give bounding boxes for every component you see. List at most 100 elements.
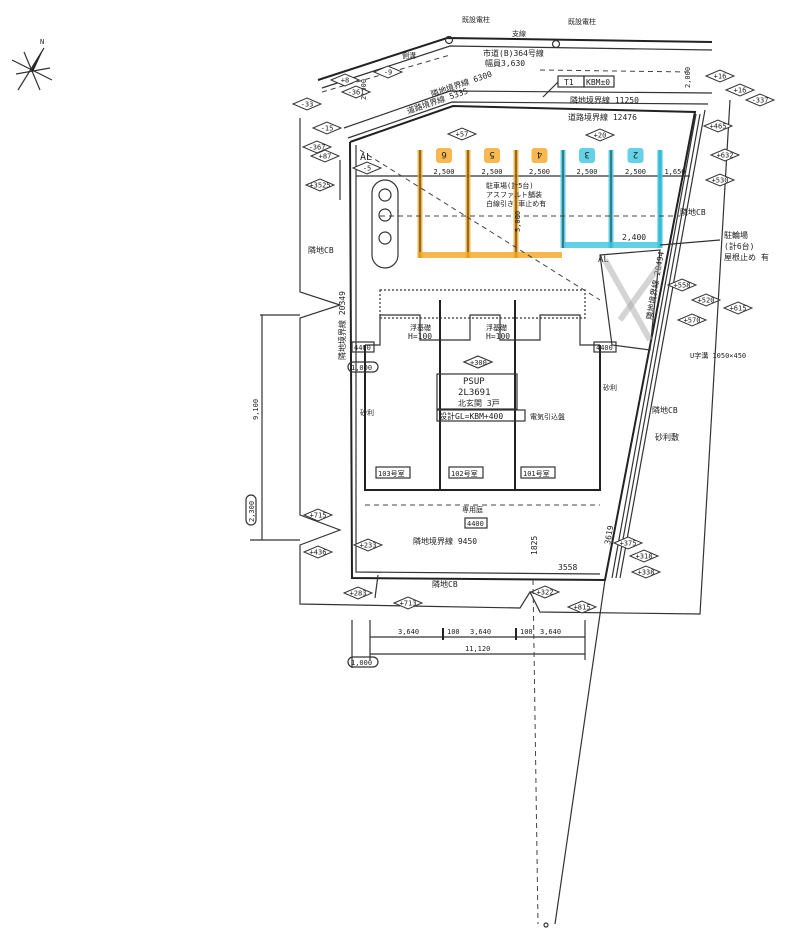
spot-level: -361 bbox=[340, 85, 372, 99]
stall-number: 6 bbox=[441, 149, 446, 159]
boundary-dim: 3558 bbox=[558, 563, 577, 572]
spot-level: +570 bbox=[676, 313, 708, 327]
stall-number-bg bbox=[436, 148, 452, 163]
svg-text:+20: +20 bbox=[594, 132, 607, 140]
svg-text:+815: +815 bbox=[574, 604, 591, 612]
unit-label: 102号室 bbox=[451, 469, 478, 478]
spot-level: +233 bbox=[352, 538, 384, 552]
spot-levels: -9+8-361-33-15-367+87+57+20+16+16-337+46… bbox=[291, 65, 776, 614]
svg-text:+16: +16 bbox=[734, 87, 747, 95]
svg-text:+233: +233 bbox=[360, 542, 377, 550]
north-compass-icon: N bbox=[11, 38, 53, 91]
svg-text:+87: +87 bbox=[319, 153, 332, 161]
svg-text:+318: +318 bbox=[636, 553, 653, 561]
al-label: AL bbox=[360, 152, 372, 163]
svg-text:2,300: 2,300 bbox=[248, 501, 256, 522]
svg-text:+520: +520 bbox=[698, 297, 715, 305]
spot-level: -9 bbox=[372, 65, 404, 79]
elevation-mark: +300 bbox=[470, 359, 487, 367]
svg-text:+436: +436 bbox=[310, 549, 327, 557]
svg-text:3,640: 3,640 bbox=[470, 628, 491, 636]
spot-level: +530 bbox=[704, 173, 736, 187]
svg-text:専用庭: 専用庭 bbox=[462, 505, 483, 514]
spot-level: +632 bbox=[709, 148, 741, 162]
spot-level: +436 bbox=[302, 545, 334, 559]
stall-width: 2,500 bbox=[481, 168, 502, 176]
stall-number: 2 bbox=[633, 149, 638, 159]
building: +300 PSUP 2L3691 北玄関 3戸 設計GL=KBM+400 電気引… bbox=[351, 289, 617, 529]
u-ditch: U字溝 1050×450 bbox=[690, 351, 746, 360]
svg-text:+375: +375 bbox=[620, 540, 637, 548]
svg-text:H=100: H=100 bbox=[486, 332, 510, 341]
svg-text:+465: +465 bbox=[710, 123, 727, 131]
svg-text:砂利: 砂利 bbox=[603, 383, 617, 392]
gravel-label: 砂利敷 bbox=[655, 432, 679, 442]
stall-number-bg bbox=[627, 148, 644, 163]
spot-level: +20 bbox=[584, 128, 616, 142]
parking-bottom-dim: 2,400 bbox=[622, 233, 646, 242]
svg-text:+715: +715 bbox=[310, 512, 327, 520]
svg-text:1,000: 1,000 bbox=[351, 364, 372, 372]
svg-text:(計6台): (計6台) bbox=[724, 241, 754, 251]
road-width: 幅員3,630 bbox=[485, 58, 525, 68]
svg-text:+16: +16 bbox=[714, 73, 727, 81]
left-dimensions: 9,100 2,300 1,000 bbox=[245, 314, 379, 541]
svg-text:+283: +283 bbox=[350, 590, 367, 598]
parking-note: 白線引き 車止め有 bbox=[486, 199, 546, 208]
electric-label: 電気引込盤 bbox=[530, 412, 565, 421]
svg-text:+632: +632 bbox=[717, 152, 734, 160]
spot-level: +57 bbox=[446, 127, 478, 141]
spot-level: +16 bbox=[724, 83, 756, 97]
neighbor-cb: 隣地CB bbox=[652, 405, 678, 415]
svg-text:11,120: 11,120 bbox=[465, 645, 490, 653]
spot-level: +465 bbox=[702, 119, 734, 133]
site-boundary bbox=[299, 90, 731, 615]
spot-level: +283 bbox=[342, 586, 374, 600]
building-type: 北玄関 3戸 bbox=[458, 398, 500, 408]
svg-text:100: 100 bbox=[520, 628, 533, 636]
benchmark: T1 KBM±0 bbox=[542, 75, 615, 98]
stall-width: 2,500 bbox=[529, 168, 550, 176]
building-code: 2L3691 bbox=[458, 388, 491, 398]
access-path bbox=[532, 579, 606, 928]
svg-text:1,000: 1,000 bbox=[351, 659, 372, 667]
spot-level: +322 bbox=[529, 585, 561, 599]
spot-level: +520 bbox=[690, 293, 722, 307]
svg-text:+8: +8 bbox=[341, 77, 349, 85]
spot-level: +375 bbox=[612, 536, 644, 550]
svg-text:屋根止め 有: 屋根止め 有 bbox=[724, 252, 769, 262]
svg-text:-33: -33 bbox=[301, 101, 314, 109]
spot-level: +713 bbox=[392, 596, 424, 610]
utility-pole-icon bbox=[444, 35, 454, 45]
spot-level: +715 bbox=[302, 508, 334, 522]
spot-level: -15 bbox=[311, 121, 343, 135]
stall-width: 2,500 bbox=[576, 168, 597, 176]
boundary-dim: 道路境界線 12476 bbox=[568, 112, 637, 122]
svg-text:KBM±0: KBM±0 bbox=[586, 78, 610, 87]
svg-text:9,100: 9,100 bbox=[252, 399, 260, 420]
utility-pole-icon bbox=[551, 39, 561, 49]
unit-label: 103号室 bbox=[378, 469, 405, 478]
unit-label: 101号室 bbox=[523, 469, 550, 478]
svg-text:H=100: H=100 bbox=[408, 332, 432, 341]
spot-level: +87 bbox=[309, 149, 341, 163]
north-label: N bbox=[40, 38, 44, 46]
svg-text:-367: -367 bbox=[309, 144, 326, 152]
kerb-label: 支線 bbox=[512, 29, 526, 38]
svg-text:砂利: 砂利 bbox=[360, 408, 374, 417]
design-gl: 設計GL=KBM+400 bbox=[439, 411, 503, 421]
stall-width: 2,500 bbox=[433, 168, 454, 176]
spot-level: +16 bbox=[704, 69, 736, 83]
svg-text:3,640: 3,640 bbox=[398, 628, 419, 636]
spot-level: -5 bbox=[351, 161, 383, 175]
svg-text:4400: 4400 bbox=[596, 344, 613, 352]
stall-number: 5 bbox=[489, 149, 494, 159]
bottom-dimensions: 3,640 100 3,640 100 3,640 11,120 1,000 bbox=[347, 620, 586, 668]
stall-number: 3 bbox=[584, 149, 589, 159]
parking-note: 駐車場(計5台) bbox=[486, 181, 534, 190]
svg-text:4400: 4400 bbox=[354, 344, 371, 352]
svg-text:100: 100 bbox=[447, 628, 460, 636]
spot-level: +8 bbox=[329, 73, 361, 87]
